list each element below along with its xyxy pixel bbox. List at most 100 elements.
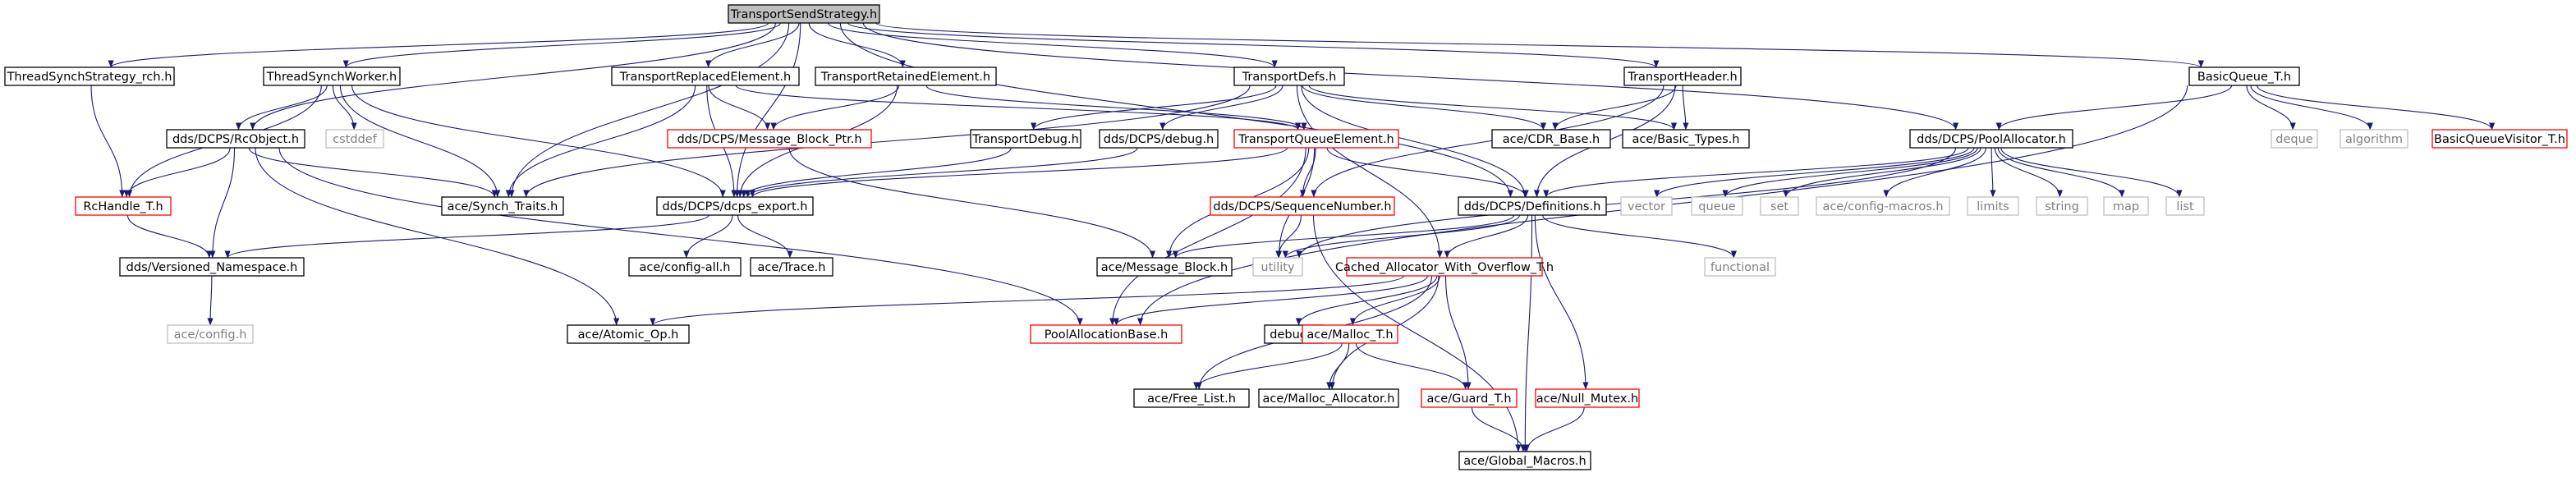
edge-tret-to-mbptr <box>770 85 900 131</box>
edge-definitions-to-globalmacros <box>1522 214 1533 452</box>
edge-theader-to-seqnum <box>1311 85 1665 198</box>
edge-poolalloc-to-queue <box>1722 147 1978 198</box>
node-box-tdebug <box>970 129 1081 149</box>
node-box-versioned <box>119 257 305 277</box>
node-vector[interactable]: vector <box>1620 196 1673 216</box>
node-box-tre <box>611 67 800 86</box>
node-poolalloc[interactable]: dds/DCPS/PoolAllocator.h <box>1909 129 2073 149</box>
node-utility[interactable]: utility <box>1252 257 1303 277</box>
edge-tdefs-to-definitions <box>1301 85 1528 198</box>
edge-guard-to-globalmacros <box>1471 406 1527 452</box>
node-label-deque: deque <box>2275 133 2313 146</box>
node-label-root: TransportSendStrategy.h <box>730 8 877 21</box>
node-queue[interactable]: queue <box>1691 196 1743 216</box>
node-label-basicqueue: BasicQueue_T.h <box>2197 71 2291 84</box>
node-aceconfig[interactable]: ace/config.h <box>167 324 254 344</box>
node-poolbase[interactable]: PoolAllocationBase.h <box>1030 324 1182 344</box>
node-box-theader <box>1623 67 1742 86</box>
node-root[interactable]: TransportSendStrategy.h <box>728 4 880 24</box>
node-box-cached <box>1346 257 1543 277</box>
node-seqnum[interactable]: dds/DCPS/SequenceNumber.h <box>1210 196 1395 216</box>
node-box-cdr <box>1491 129 1611 149</box>
edge-cached-to-guard <box>1444 275 1472 390</box>
node-box-map <box>2103 196 2149 216</box>
node-map[interactable]: map <box>2103 196 2149 216</box>
edge-poolalloc-to-list <box>2000 147 2183 198</box>
edge-cached-to-atomic <box>650 275 1404 326</box>
node-tdebug[interactable]: TransportDebug.h <box>970 129 1081 149</box>
node-label-aceconfig: ace/config.h <box>174 328 247 342</box>
node-tre[interactable]: TransportReplacedElement.h <box>611 67 800 86</box>
edge-root-to-tre <box>705 22 800 68</box>
edge-root-to-theader <box>847 22 1660 68</box>
node-functional[interactable]: functional <box>1704 257 1776 277</box>
node-msgblock[interactable]: ace/Message_Block.h <box>1096 257 1233 277</box>
node-versioned[interactable]: dds/Versioned_Namespace.h <box>119 257 305 277</box>
node-box-root <box>728 4 880 24</box>
node-tdefs[interactable]: TransportDefs.h <box>1233 67 1345 86</box>
edge-tsw-to-synch <box>339 85 501 198</box>
edge-tdebug-to-dcpsexport <box>741 147 1012 198</box>
edge-poolalloc-to-definitions <box>1543 147 1969 198</box>
node-basicqueue[interactable]: BasicQueue_T.h <box>2188 67 2300 86</box>
node-label-configmacros: ace/config-macros.h <box>1822 200 1943 213</box>
edge-basicqueue-to-deque <box>2246 85 2296 131</box>
node-cstddef[interactable]: cstddef <box>325 129 384 149</box>
node-string[interactable]: string <box>2036 196 2088 216</box>
edge-dcpsexport-to-trace <box>737 214 793 259</box>
node-label-globalmacros: ace/Global_Macros.h <box>1463 455 1586 468</box>
node-deque[interactable]: deque <box>2271 129 2318 149</box>
node-trace[interactable]: ace/Trace.h <box>750 257 833 277</box>
edge-tdefs-to-ddsdebug <box>1159 85 1283 131</box>
node-tsw[interactable]: ThreadSynchWorker.h <box>263 67 401 86</box>
node-basictypes[interactable]: ace/Basic_Types.h <box>1622 129 1750 149</box>
node-label-mallocalloc: ace/Malloc_Allocator.h <box>1263 392 1395 406</box>
node-malloct[interactable]: ace/Malloc_T.h <box>1302 324 1398 344</box>
edge-root-to-tdefs <box>828 22 1278 68</box>
node-label-freelist: ace/Free_List.h <box>1147 392 1236 406</box>
node-box-configall <box>628 257 742 277</box>
edge-tdefs-to-basictypes <box>1308 85 1677 131</box>
node-cached[interactable]: Cached_Allocator_With_Overflow_T.h <box>1335 257 1554 277</box>
node-mallocalloc[interactable]: ace/Malloc_Allocator.h <box>1258 388 1399 408</box>
edge-tdefs-to-cached <box>1296 85 1443 259</box>
node-box-tss_rch <box>4 67 175 86</box>
node-mbptr[interactable]: dds/DCPS/Message_Block_Ptr.h <box>667 129 872 149</box>
node-configmacros[interactable]: ace/config-macros.h <box>1816 196 1950 216</box>
node-guard[interactable]: ace/Guard_T.h <box>1421 388 1518 408</box>
node-tqe[interactable]: TransportQueueElement.h <box>1233 129 1399 149</box>
node-configall[interactable]: ace/config-all.h <box>628 257 742 277</box>
node-bqvisitor[interactable]: BasicQueueVisitor_T.h <box>2431 129 2568 149</box>
edge-poolalloc-to-configmacros <box>1883 147 1986 198</box>
node-theader[interactable]: TransportHeader.h <box>1623 67 1742 86</box>
node-nullmutex[interactable]: ace/Null_Mutex.h <box>1535 388 1640 408</box>
node-tret[interactable]: TransportRetainedElement.h <box>815 67 997 86</box>
node-label-limits: limits <box>1977 200 2009 213</box>
node-tss_rch[interactable]: ThreadSynchStrategy_rch.h <box>4 67 175 86</box>
node-globalmacros[interactable]: ace/Global_Macros.h <box>1458 451 1591 470</box>
node-rcobject[interactable]: dds/DCPS/RcObject.h <box>166 129 305 149</box>
node-rchandle[interactable]: RcHandle_T.h <box>75 196 172 216</box>
edge-rcobject-to-rchandle <box>123 147 231 198</box>
node-ddsdebug[interactable]: dds/DCPS/debug.h <box>1099 129 1219 149</box>
node-algorithm[interactable]: algorithm <box>2340 129 2408 149</box>
node-box-configmacros <box>1816 196 1950 216</box>
node-dcpsexport[interactable]: dds/DCPS/dcps_export.h <box>656 196 814 216</box>
node-freelist[interactable]: ace/Free_List.h <box>1133 388 1250 408</box>
node-label-functional: functional <box>1710 261 1770 274</box>
edge-root-to-poolalloc <box>862 22 1959 131</box>
edge-ddsdebug-to-dcpsexport <box>745 147 1138 198</box>
edge-definitions-to-nullmutex <box>1534 214 1589 390</box>
node-box-definitions <box>1458 196 1607 216</box>
node-list[interactable]: list <box>2165 196 2205 216</box>
edge-dcpsexport-to-versioned <box>224 214 709 259</box>
node-label-tdefs: TransportDefs.h <box>1242 71 1337 84</box>
node-cdr[interactable]: ace/CDR_Base.h <box>1491 129 1611 149</box>
edge-rcobject-to-versioned <box>209 147 236 259</box>
node-atomic[interactable]: ace/Atomic_Op.h <box>567 324 690 344</box>
node-synch[interactable]: ace/Synch_Traits.h <box>441 196 564 216</box>
node-definitions[interactable]: dds/DCPS/Definitions.h <box>1458 196 1607 216</box>
node-limits[interactable]: limits <box>1967 196 2019 216</box>
node-set[interactable]: set <box>1760 196 1799 216</box>
edge-root-to-rcobject <box>250 22 776 131</box>
